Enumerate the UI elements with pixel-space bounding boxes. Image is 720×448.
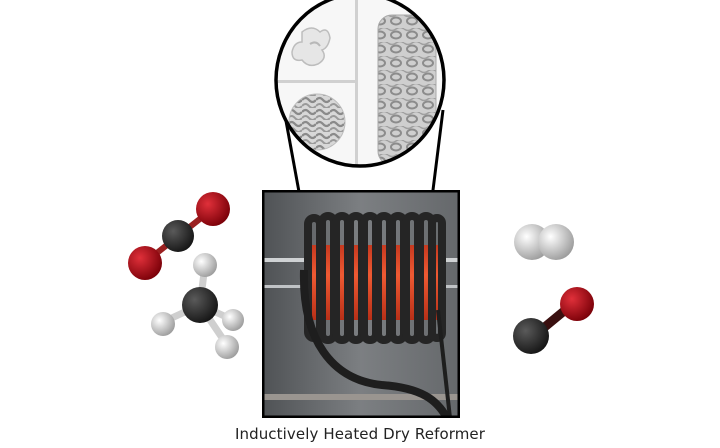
unit-cell-panel bbox=[291, 27, 331, 67]
h2-molecule bbox=[514, 224, 574, 260]
oxygen-atom bbox=[196, 192, 230, 226]
oxygen-atom bbox=[560, 287, 594, 321]
induction-coil bbox=[304, 212, 446, 344]
magnifier-inset bbox=[274, 0, 446, 230]
hydrogen-atom bbox=[151, 312, 175, 336]
hydrogen-atom bbox=[222, 309, 244, 331]
lattice-cross-section-panel bbox=[288, 93, 346, 151]
carbon-atom bbox=[162, 220, 194, 252]
ch4-molecule bbox=[151, 253, 244, 359]
carbon-atom bbox=[513, 318, 549, 354]
co2-molecule bbox=[128, 192, 230, 280]
oxygen-atom bbox=[128, 246, 162, 280]
figure-caption: Inductively Heated Dry Reformer bbox=[234, 425, 486, 443]
gyroid-rod-panel bbox=[377, 14, 437, 166]
hydrogen-atom bbox=[215, 335, 239, 359]
hydrogen-atom bbox=[538, 224, 574, 260]
carbon-atom bbox=[182, 287, 218, 323]
co-molecule bbox=[513, 287, 594, 354]
reactor-photo bbox=[262, 190, 460, 418]
coil-lead-cable bbox=[299, 269, 451, 418]
hydrogen-atom bbox=[193, 253, 217, 277]
